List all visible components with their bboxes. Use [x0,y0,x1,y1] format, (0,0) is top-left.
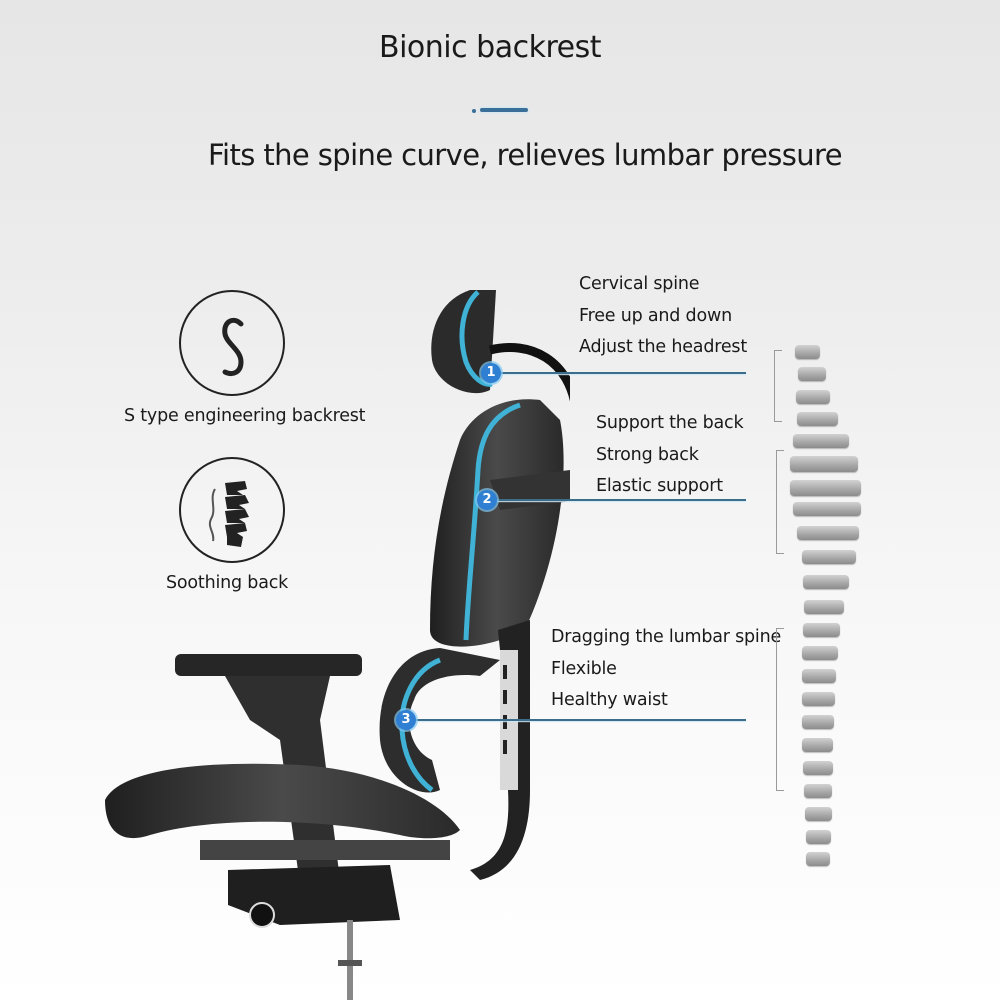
callout-2-text: Support the back Strong back Elastic sup… [596,408,744,503]
callout-line: Elastic support [596,476,723,496]
callout-3-leader-line [410,719,746,721]
feature-label-s-type: S type engineering backrest [124,406,366,426]
callout-line: Cervical spine [579,274,700,294]
feature-label-soothing: Soothing back [166,573,289,593]
s-curve-icon [179,290,285,396]
office-chair-image [105,290,570,1000]
cervical-bracket [774,350,782,422]
page-title: Bionic backrest [0,30,1000,65]
callout-3-badge: 3 [396,710,416,730]
lumbar-bracket [776,628,784,791]
callout-1-badge: 1 [481,363,501,383]
callout-line: Free up and down [579,305,732,326]
callout-line: Flexible [551,658,617,679]
page-subtitle: Fits the spine curve, relieves lumbar pr… [0,138,1000,172]
callout-1-leader-line [498,372,746,374]
subtitle-text: Fits the spine curve, relieves lumbar pr… [208,138,843,172]
callout-line: Adjust the headrest [579,337,747,357]
callout-1-text: Cervical spine Free up and down Adjust t… [579,269,747,364]
spine-vertebrae-icon [179,457,285,563]
callout-line: Support the back [596,413,744,433]
title-text: Bionic backrest [379,30,601,65]
callout-line: Strong back [596,444,699,465]
title-divider [472,108,532,114]
callout-2-leader-line [494,499,746,501]
callout-3-text: Dragging the lumbar spine Flexible Healt… [551,622,781,717]
callout-line: Dragging the lumbar spine [551,627,782,647]
callout-line: Healthy waist [551,690,668,710]
thoracic-bracket [776,450,784,554]
callout-2-badge: 2 [477,490,497,510]
spine-diagram [760,330,880,880]
